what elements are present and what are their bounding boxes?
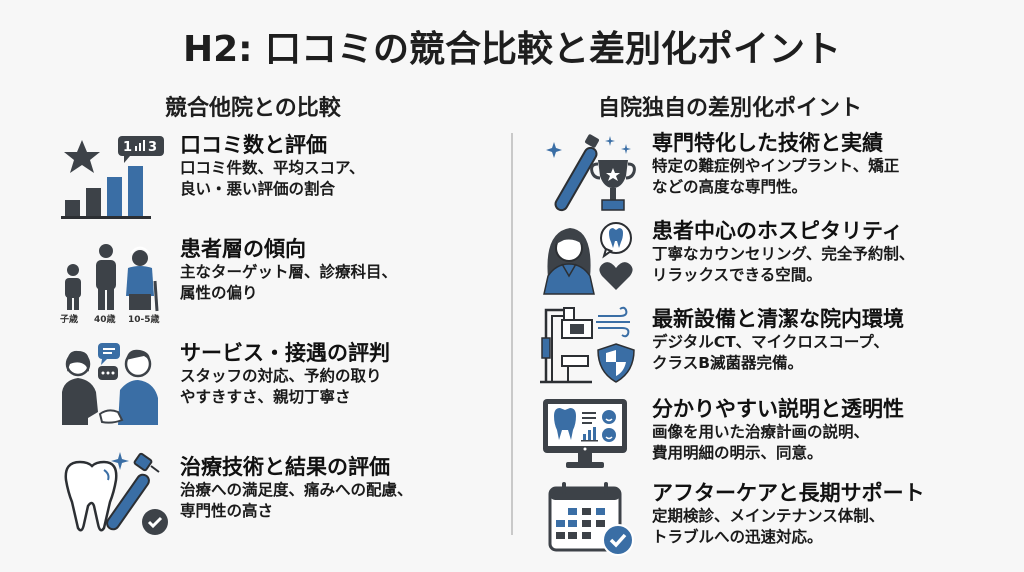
column-divider: [511, 133, 513, 535]
item-desc-line1: 画像を用いた治療計画の説明、: [652, 423, 870, 441]
left-column-heading: 競合他院との比較: [165, 96, 341, 121]
item-title: サービス・接遇の評判: [180, 341, 390, 365]
item-desc-line2: などの高度な専門性。: [652, 178, 808, 196]
item-title: 口コミ数と評価: [180, 133, 327, 157]
item-desc-line1: 口コミ件数、平均スコア、: [180, 159, 365, 177]
item-desc-line1: 定期検診、メインテナンス体制、: [652, 507, 885, 525]
item-desc-line2: リラックスできる空間。: [652, 266, 822, 284]
item-title: 治療技術と結果の評価: [180, 455, 390, 479]
svg-text:3: 3: [148, 140, 157, 155]
item-title: 最新設備と清潔な院内環境: [652, 307, 904, 331]
right-item-aftercare: アフターケアと長期サポート 定期検診、メインテナンス体制、 トラブルへの迅速対応…: [540, 480, 925, 560]
left-item-treatment-results: 治療技術と結果の評価 治療への満足度、痛みへの配慮、 専門性の高さ: [58, 450, 413, 538]
age-label-adult: 40歳: [94, 313, 116, 324]
page-title: H2: 口コミの競合比較と差別化ポイント: [182, 29, 842, 70]
item-desc-line1: 主なターゲット層、診療科目、: [180, 263, 398, 281]
handshake-staff-icon: [58, 340, 168, 428]
right-column-heading: 自院独自の差別化ポイント: [598, 96, 863, 121]
woman-tooth-heart-icon: [540, 218, 640, 296]
patient-people-icon: 子歳 40歳 10-5歳: [58, 236, 168, 324]
item-title: 患者中心のホスピタリティ: [652, 219, 903, 243]
item-title: 専門特化した技術と実績: [652, 131, 883, 155]
item-title: 患者層の傾向: [180, 237, 306, 261]
item-desc-line1: 特定の難症例やインプラント、矯正: [652, 157, 900, 175]
item-desc-line2: 費用明細の明示、同意。: [652, 444, 823, 462]
item-desc-line2: クラスB滅菌器完備。: [652, 354, 804, 372]
item-desc-line1: スタッフの対応、予約の取り: [180, 367, 382, 385]
item-desc-line2: トラブルへの迅速対応。: [652, 528, 823, 546]
ct-machine-shield-icon: [540, 306, 640, 384]
item-desc-line1: 治療への満足度、痛みへの配慮、: [180, 481, 413, 499]
item-desc-line1: 丁寧なカウンセリング、完全予約制、: [652, 245, 915, 263]
star-bar-chart-icon: 1 3: [58, 132, 168, 220]
svg-text:1: 1: [123, 140, 132, 155]
calendar-check-icon: [540, 480, 640, 560]
item-desc-line2: 良い・悪い評価の割合: [180, 180, 336, 198]
item-title: アフターケアと長期サポート: [652, 481, 925, 505]
right-item-hospitality: 患者中心のホスピタリティ 丁寧なカウンセリング、完全予約制、 リラックスできる空…: [540, 218, 914, 296]
item-desc-line1: デジタルCT、マイクロスコープ、: [652, 333, 889, 351]
item-desc-line2: 専門性の高さ: [180, 502, 274, 520]
tooth-drill-check-icon: [58, 450, 168, 538]
left-item-patient-demographics: 子歳 40歳 10-5歳 患者層の傾向 主なターゲット層、診療科目、 属性の偏り: [58, 236, 397, 324]
age-label-child: 子歳: [60, 313, 78, 324]
right-item-specialized-skill: 専門特化した技術と実績 特定の難症例やインプラント、矯正 などの高度な専門性。: [540, 130, 899, 218]
left-item-review-count: 1 3 口コミ数と評価 口コミ件数、平均スコア、 良い・悪い評価の割合: [58, 132, 364, 220]
right-item-transparency: 分かりやすい説明と透明性 画像を用いた治療計画の説明、 費用明細の明示、同意。: [540, 396, 904, 472]
monitor-tooth-icon: [540, 396, 640, 472]
left-item-service-reputation: サービス・接遇の評判 スタッフの対応、予約の取り やすきすさ、親切丁寧さ: [58, 340, 390, 428]
drill-trophy-icon: [540, 130, 640, 218]
right-item-equipment: 最新設備と清潔な院内環境 デジタルCT、マイクロスコープ、 クラスB滅菌器完備。: [540, 306, 904, 384]
item-desc-line2: 属性の偏り: [180, 284, 258, 302]
age-label-senior: 10-5歳: [128, 313, 160, 324]
item-title: 分かりやすい説明と透明性: [652, 397, 904, 421]
item-desc-line2: やすきすさ、親切丁寧さ: [180, 388, 351, 406]
